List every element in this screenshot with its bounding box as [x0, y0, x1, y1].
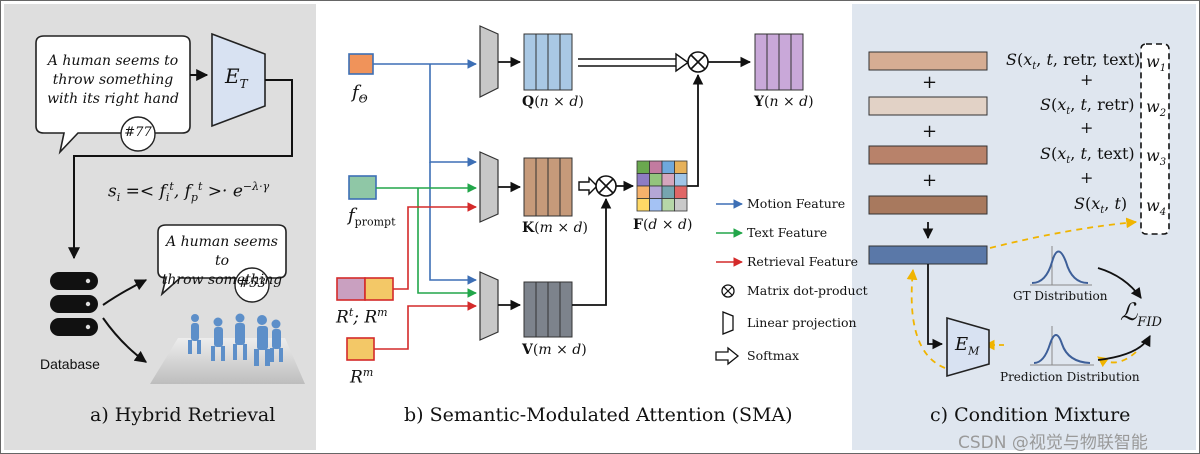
f-to-product-arrow	[687, 73, 704, 187]
pred-to-loss-arrow	[1097, 335, 1151, 361]
gt-distribution-plot	[1030, 246, 1092, 286]
gt-to-loss-arrow	[1097, 267, 1142, 299]
f-grid-cell	[636, 173, 650, 187]
f-grid-cell	[649, 173, 663, 187]
database-to-bubble-arrow	[102, 279, 148, 306]
product-circle-kv	[595, 175, 617, 197]
panel-c-background	[852, 4, 1196, 450]
circle-times-icon	[721, 284, 735, 298]
v-to-product-arrow	[572, 197, 612, 306]
f-grid-cell	[649, 198, 663, 212]
f-grid-cell	[661, 185, 675, 199]
database-to-motion-arrow	[102, 317, 147, 363]
condition-bar-4	[868, 195, 988, 215]
projection-v	[479, 271, 499, 341]
softmax-arrow-k	[578, 176, 598, 196]
softmax-arrow-q	[578, 52, 690, 73]
f-grid-cell	[661, 160, 675, 174]
hollow-arrow-icon	[715, 346, 740, 366]
matrix-y	[754, 33, 804, 91]
encoder-feedback-arrow	[906, 268, 946, 369]
encoder-to-database-arrow	[68, 79, 293, 260]
condition-bar-2	[868, 96, 988, 116]
motion-encoder-em	[946, 316, 990, 378]
weights-feedback-arrow	[989, 217, 1138, 249]
input-rm-box-1	[364, 277, 394, 301]
input-rt-box	[336, 277, 366, 301]
f-grid-cell	[649, 185, 663, 199]
matrix-k	[523, 157, 573, 217]
f-grid-cell	[674, 185, 688, 199]
mixed-condition-bar	[868, 245, 988, 265]
retrieval-feature-lines	[374, 202, 477, 350]
f-grid-cell	[674, 160, 688, 174]
condition-bar-1	[868, 51, 988, 71]
mix-to-encoder-arrow	[927, 264, 944, 350]
human-motion-figures	[188, 313, 283, 366]
input-f-theta-box	[348, 53, 374, 75]
prediction-distribution-plot	[1030, 326, 1094, 366]
text-feature-lines	[376, 183, 477, 298]
f-grid-cell	[649, 160, 663, 174]
text-encoder-et	[211, 32, 266, 128]
projection-k	[479, 151, 499, 223]
f-grid-cell	[674, 173, 688, 187]
input-rm-box-2	[346, 337, 375, 361]
projection-q	[479, 25, 499, 98]
matrix-f-grid	[636, 160, 688, 212]
f-grid-cell	[636, 185, 650, 199]
badge-77	[120, 116, 156, 152]
f-grid-cell	[661, 173, 675, 187]
badge-53	[234, 267, 270, 303]
condition-bar-3	[868, 145, 988, 165]
database-icon	[50, 272, 98, 336]
f-grid-cell	[636, 160, 650, 174]
input-f-prompt-box	[348, 175, 377, 200]
f-grid-cell	[636, 198, 650, 212]
trapezoid-icon	[722, 311, 734, 335]
f-grid-cell	[674, 198, 688, 212]
weights-box	[1140, 43, 1170, 235]
product-circle-ky	[687, 51, 709, 73]
motion-feature-lines	[373, 59, 477, 285]
matrix-v	[523, 281, 573, 338]
matrix-q	[523, 33, 573, 91]
f-grid-cell	[661, 198, 675, 212]
